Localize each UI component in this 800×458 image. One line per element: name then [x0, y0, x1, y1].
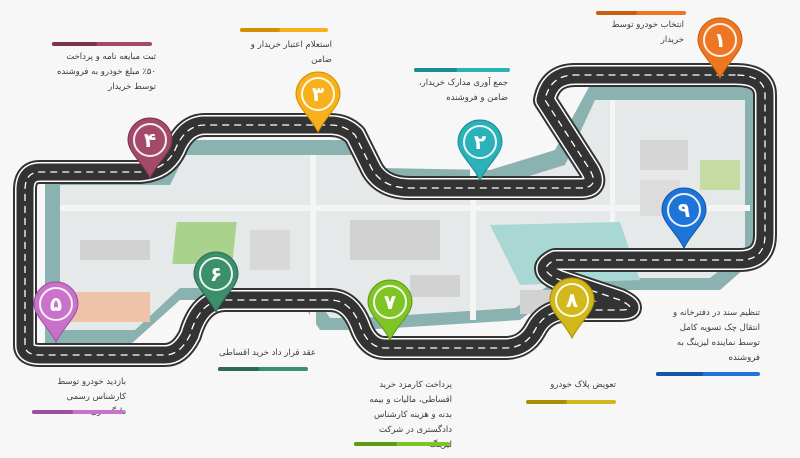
- step-underline-3: [240, 28, 328, 32]
- pin-number: ۲: [474, 130, 486, 154]
- step-underline-1: [596, 11, 686, 15]
- step-label-8: تعویض پلاک خودرو: [550, 380, 616, 390]
- step-label-3: استعلام اعتبار خریدار و ضامن: [250, 40, 332, 65]
- step-label-9: تنظیم سند در دفترخانه و انتقال چک تسویه …: [673, 308, 760, 363]
- pin-marker-7: ۷: [367, 279, 413, 342]
- step-label-2: جمع آوری مدارک خریدار، ضامن و فروشنده: [418, 78, 508, 103]
- pin-number: ۱: [714, 28, 726, 52]
- step-underline-8: [526, 400, 616, 404]
- pin-marker-3: ۳: [295, 71, 341, 134]
- pin-marker-8: ۸: [549, 277, 595, 340]
- step-underline-5: [32, 410, 124, 414]
- pin-number: ۶: [210, 262, 222, 286]
- step-underline-6: [218, 367, 308, 371]
- pin-number: ۵: [50, 292, 62, 316]
- pin-number: ۷: [384, 290, 396, 314]
- pin-marker-1: ۱: [697, 17, 743, 80]
- pin-marker-2: ۲: [457, 119, 503, 182]
- pin-number: ۹: [678, 198, 690, 222]
- pin-number: ۸: [566, 288, 578, 312]
- pin-marker-5: ۵: [33, 281, 79, 344]
- pin-marker-9: ۹: [661, 187, 707, 250]
- step-label-6: عقد قرار داد خرید اقساطی: [218, 348, 316, 358]
- pin-number: ۴: [144, 128, 156, 152]
- step-label-1: انتخاب خودرو توسط خریدار: [611, 20, 684, 45]
- pin-marker-4: ۴: [127, 117, 173, 180]
- pin-number: ۳: [312, 82, 324, 106]
- step-underline-9: [656, 372, 760, 376]
- step-underline-4: [52, 42, 152, 46]
- step-underline-7: [354, 442, 450, 446]
- step-underline-2: [414, 68, 510, 72]
- step-label-4: ثبت مبایعه نامه و پرداخت ۵۰٪ مبلغ خودرو …: [57, 52, 156, 92]
- pin-marker-6: ۶: [193, 251, 239, 314]
